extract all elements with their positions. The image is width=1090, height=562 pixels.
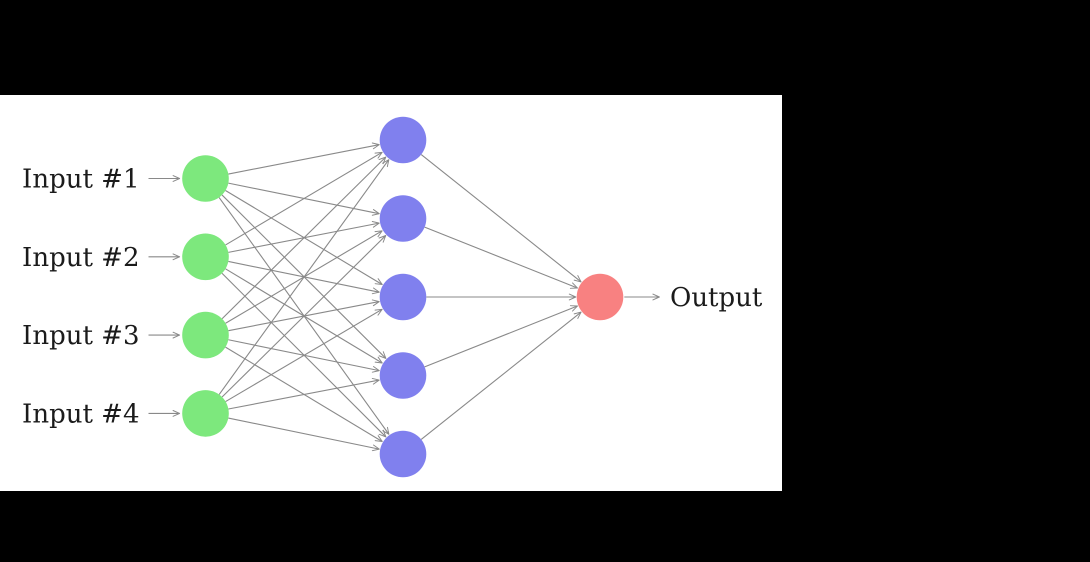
connection-edge bbox=[420, 154, 582, 283]
connection-edge bbox=[221, 235, 387, 398]
input-label: Input #2 bbox=[22, 243, 139, 273]
connection-edge bbox=[228, 142, 380, 175]
input-neuron-node bbox=[182, 390, 229, 437]
connection-edge bbox=[228, 417, 380, 452]
connection-edge bbox=[420, 311, 582, 440]
connection-edge bbox=[225, 308, 383, 403]
hidden-neuron-node bbox=[379, 430, 427, 478]
connection-edge bbox=[221, 156, 387, 320]
output-label: Output bbox=[670, 283, 763, 313]
input-label: Input #3 bbox=[22, 321, 139, 351]
input-label: Input #4 bbox=[22, 399, 139, 429]
hidden-neuron-node bbox=[379, 195, 427, 242]
hidden-neuron-node bbox=[379, 273, 427, 321]
connection-edge bbox=[228, 377, 380, 410]
input-neuron-node bbox=[182, 155, 229, 202]
connection-edge bbox=[225, 151, 383, 246]
output-neuron-node bbox=[576, 273, 624, 321]
input-neuron-node bbox=[182, 311, 229, 359]
diagram-canvas: Input #1 Input #2 Input #3 Input #4 Output bbox=[0, 95, 782, 491]
hidden-neuron-node bbox=[379, 352, 427, 399]
connection-edge bbox=[424, 226, 578, 289]
hidden-neuron-node bbox=[379, 116, 427, 164]
connection-edge bbox=[424, 305, 578, 368]
input-label: Input #1 bbox=[22, 165, 139, 195]
connection-edge bbox=[218, 159, 390, 395]
input-neuron-node bbox=[182, 233, 229, 281]
neural-network-diagram: Input #1 Input #2 Input #3 Input #4 Output bbox=[22, 116, 763, 478]
